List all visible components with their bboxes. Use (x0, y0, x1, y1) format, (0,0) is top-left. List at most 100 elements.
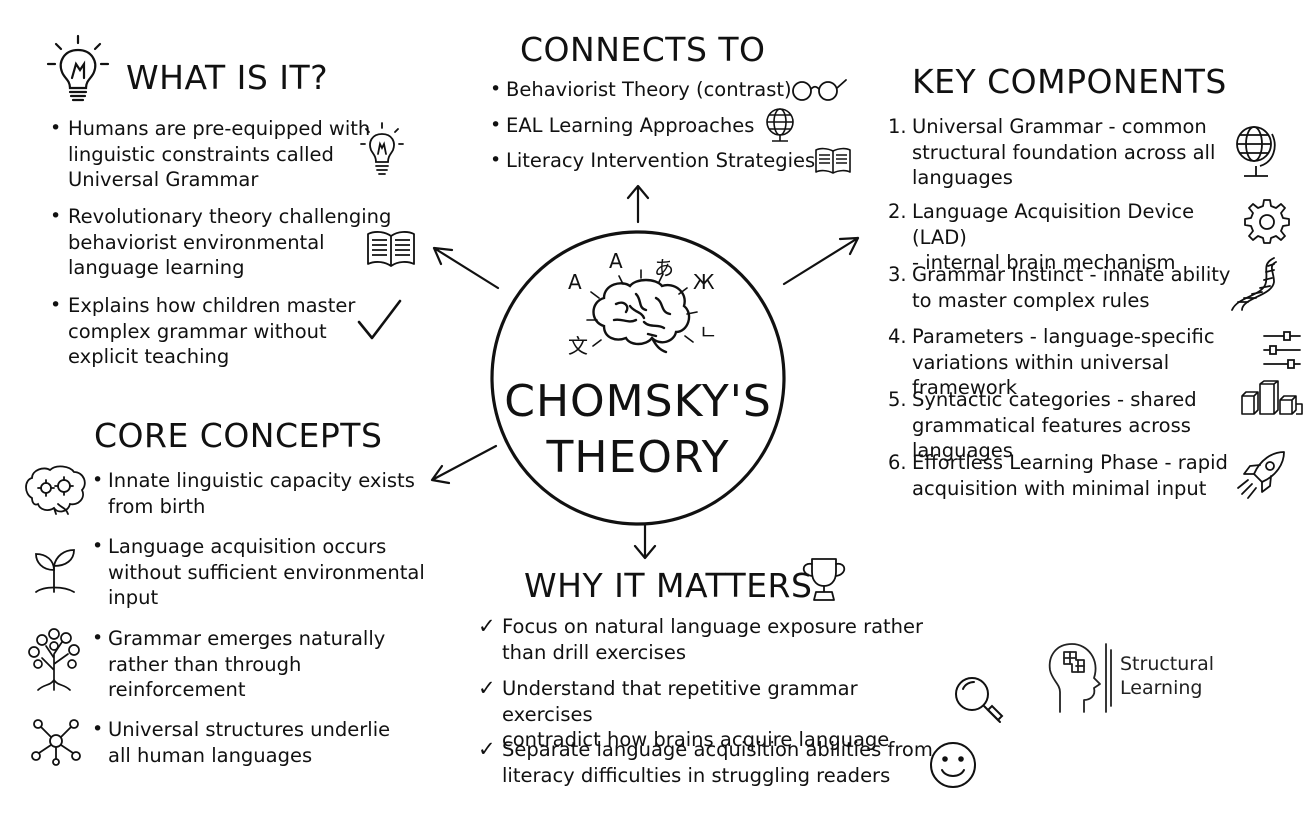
line: - internal brain mechanism (912, 251, 1176, 274)
bullet-symbol: • (92, 718, 104, 740)
line: Humans are pre-equipped with (68, 117, 371, 140)
arrow-upper-left (434, 248, 498, 288)
line: languages (912, 166, 1013, 189)
glyph-a-top: A (609, 249, 623, 273)
line: Innate linguistic capacity exists (108, 469, 415, 492)
bullet-symbol: • (50, 294, 62, 316)
line: Language Acquisition Device (LAD) (912, 200, 1195, 249)
bullet-symbol: • (490, 114, 502, 136)
item-number: 4. (888, 325, 907, 348)
line: Separate language acquisition abilities … (502, 738, 933, 761)
logo-text: Structural Learning (1120, 652, 1214, 700)
line: all human languages (108, 743, 313, 767)
checkmark-icon (356, 298, 402, 342)
sliders-icon (1262, 328, 1302, 372)
line: Revolutionary theory challenging (68, 205, 392, 228)
line: from birth (108, 494, 206, 518)
connects-to-text: Literacy Intervention Strategies (506, 149, 816, 172)
arrow-down (635, 524, 655, 558)
item-number: 6. (888, 451, 907, 474)
brain-icon (586, 276, 696, 356)
center-title-line2: THEORY (546, 432, 730, 483)
line: Universal structures underlie (108, 718, 391, 741)
globe-icon (1232, 122, 1278, 180)
line: without sufficient environmental (108, 560, 425, 584)
glyph-hangul: ㄴ (699, 320, 718, 344)
line: behaviorist environmental (68, 230, 325, 254)
line: linguistic constraints called (68, 142, 334, 166)
arrow-upper-right (784, 238, 858, 284)
connects-to-text: EAL Learning Approaches (506, 114, 755, 137)
arrow-lower-left (432, 446, 496, 483)
line: to master complex rules (912, 288, 1150, 312)
line: Grammar emerges naturally (108, 627, 386, 650)
bullet-symbol: • (50, 117, 62, 139)
line: literacy difficulties in struggling read… (502, 763, 891, 787)
line: Effortless Learning Phase - rapid (912, 451, 1228, 474)
blocks-icon (1240, 380, 1304, 416)
connects-to-heading: CONNECTS TO (520, 30, 766, 69)
network-icon (30, 716, 82, 766)
center-title-line1: CHOMSKY'S (504, 376, 772, 427)
bullet-symbol: • (92, 627, 104, 649)
bullet-symbol: • (92, 469, 104, 491)
brain-gears-icon (22, 464, 88, 516)
tree-icon (24, 624, 84, 694)
arrow-up (628, 186, 648, 222)
head-puzzle-logo-icon (1044, 640, 1116, 716)
glyph-hiragana: あ (654, 256, 674, 280)
open-book-icon (366, 228, 416, 268)
center-circle (488, 228, 788, 528)
center-title: CHOMSKY'S THEORY (500, 374, 776, 486)
glasses-icon (790, 76, 848, 102)
line: Parameters - language-specific (912, 325, 1215, 348)
connects-to-text: Behaviorist Theory (contrast) (506, 78, 792, 101)
trophy-icon (798, 556, 850, 604)
glyph-kanji: 文 (568, 334, 588, 358)
line: Syntactic categories - shared (912, 388, 1197, 411)
logo-line1: Structural (1120, 653, 1215, 675)
book-icon (814, 146, 852, 176)
line: acquisition with minimal input (912, 476, 1207, 500)
why-it-matters-heading: WHY IT MATTERS (524, 566, 813, 605)
glyph-a-left: A (568, 270, 582, 294)
line: contradict how brains acquire language (502, 728, 890, 751)
lightbulb-icon (46, 34, 110, 106)
item-number: 2. (888, 200, 907, 223)
line: Language acquisition occurs (108, 535, 387, 558)
line: variations within universal framework (912, 350, 1170, 400)
smiley-icon (928, 740, 978, 790)
radiating-lines (565, 262, 725, 382)
line: rather than through (108, 652, 302, 676)
gear-icon (1244, 198, 1290, 244)
line: structural foundation across all (912, 140, 1216, 164)
key-components-heading: KEY COMPONENTS (912, 62, 1227, 101)
line: grammatical features across languages (912, 413, 1191, 463)
globe-icon (762, 106, 798, 146)
lightbulb-icon (360, 122, 404, 176)
line: reinforcement (108, 678, 246, 701)
magnifier-icon (950, 672, 1004, 726)
bullet-symbol: • (92, 535, 104, 557)
line: explicit teaching (68, 345, 230, 368)
bullet-symbol: • (490, 149, 502, 171)
sprout-icon (32, 548, 78, 596)
check-symbol: ✓ (478, 737, 496, 761)
line: Grammar Instinct - innate ability (912, 263, 1231, 286)
item-number: 5. (888, 388, 907, 411)
line: Universal Grammar - common (912, 115, 1207, 138)
rocket-icon (1234, 448, 1288, 504)
bullet-symbol: • (490, 78, 502, 100)
check-symbol: ✓ (478, 676, 496, 700)
what-is-it-heading: WHAT IS IT? (126, 58, 329, 97)
line: input (108, 586, 159, 609)
line: complex grammar without (68, 319, 327, 343)
line: Focus on natural language exposure rathe… (502, 615, 924, 638)
item-number: 3. (888, 263, 907, 286)
dna-icon (1228, 256, 1278, 312)
line: Universal Grammar (68, 168, 259, 191)
line: Understand that repetitive grammar exerc… (502, 677, 858, 726)
line: than drill exercises (502, 640, 686, 664)
line: language learning (68, 256, 245, 279)
